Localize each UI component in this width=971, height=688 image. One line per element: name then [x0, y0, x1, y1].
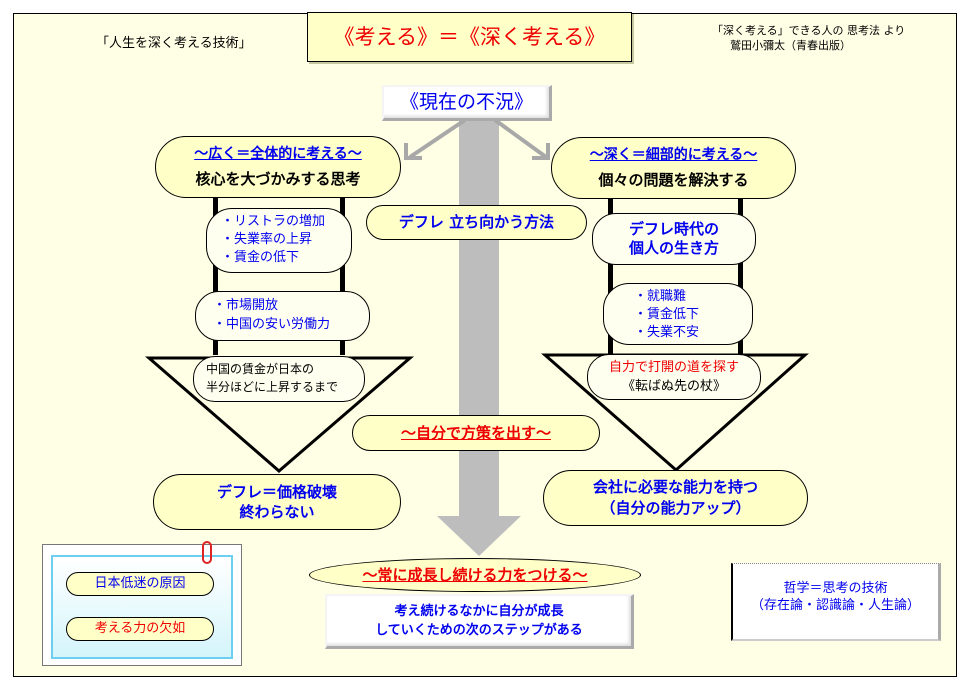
wage-condition-line-1: 中国の賃金が日本の [206, 362, 315, 376]
factor-item: ・市場開放 [213, 298, 279, 313]
lifestyle-line-2: 個人の生き方 [628, 239, 719, 257]
paperclip-icon [202, 541, 212, 564]
right-result-line-2: （自分の能力アップ） [600, 499, 751, 517]
lack-of-thinking-label: 考える力の欠如 [94, 621, 186, 636]
cause-item: ・賃金の低下 [221, 250, 300, 265]
issue-item: ・失業不安 [634, 325, 700, 340]
lifestyle-node: デフレ時代の 個人の生き方 [592, 213, 756, 265]
main-title-box: 《考える》＝《深く考える》 [307, 12, 632, 62]
book-title: 「人生を深く考える技術」 [96, 36, 252, 51]
left-result-line-1: デフレ＝価格破壊 [216, 483, 337, 501]
own-strategy-label: ～自分で方策を出す～ [400, 424, 551, 442]
deep-thinking-heading: ～深く＝細部的に考える～ [589, 147, 758, 163]
deep-thinking-node: ～深く＝細部的に考える～ 個々の問題を解決する [551, 137, 796, 199]
source-line-1: 「深く考える」できる人の 思考法 より [712, 24, 906, 37]
right-result-node: 会社に必要な能力を持つ （自分の能力アップ） [543, 470, 808, 526]
left-causes-node: ・リストラの増加 ・失業率の上昇 ・賃金の低下 [206, 208, 352, 273]
next-step-box: 考え続けるなかに自分が成長 していくための次のステップがある [325, 594, 634, 649]
issue-item: ・就職難 [634, 289, 687, 304]
decline-cause-label: 日本低迷の原因 [94, 576, 186, 591]
broad-thinking-node: ～広く＝全体的に考える～ 核心を大づかみする思考 [155, 136, 401, 198]
broad-thinking-subheading: 核心を大づかみする思考 [195, 170, 361, 188]
left-connector-left [213, 195, 218, 355]
left-diagonal-arrow [408, 118, 467, 159]
self-action-line-1: 自力で打開の道を探す [608, 360, 739, 375]
left-factors-node: ・市場開放 ・中国の安い労働力 [195, 291, 370, 341]
deflation-method-label: デフレ 立ち向かう方法 [398, 213, 555, 231]
source-line-2: 鷲田小彌太（青春出版） [730, 39, 851, 52]
wage-condition-line-2: 半分ほどに上昇するまで [206, 380, 339, 394]
left-result-node: デフレ＝価格破壊 終わらない [153, 474, 401, 530]
current-recession-box: 《現在の不況》 [382, 85, 552, 121]
deflation-method-node: デフレ 立ち向かう方法 [366, 205, 587, 240]
self-action-line-2: 《転ばぬ先の杖》 [621, 379, 726, 394]
decline-cause-node: 日本低迷の原因 [66, 572, 214, 596]
current-recession-label: 《現在の不況》 [399, 91, 533, 113]
factor-item: ・中国の安い労働力 [213, 317, 331, 332]
self-action-node: 自力で打開の道を探す 《転ばぬ先の杖》 [587, 354, 761, 400]
left-connector-right [340, 195, 345, 355]
cause-item: ・失業率の上昇 [221, 232, 313, 247]
lack-of-thinking-node: 考える力の欠如 [66, 617, 214, 641]
cause-item: ・リストラの増加 [221, 214, 326, 229]
growth-label: ～常に成長し続ける力をつける～ [362, 566, 588, 584]
philosophy-line-1: 哲学＝思考の技術 [783, 581, 888, 596]
right-diagonal-arrow [493, 118, 548, 159]
lifestyle-line-1: デフレ時代の [628, 220, 719, 238]
wage-condition-node: 中国の賃金が日本の 半分ほどに上昇するまで [193, 356, 365, 402]
growth-node: ～常に成長し続ける力をつける～ [309, 558, 641, 592]
next-step-line-1: 考え続けるなかに自分が成長 [394, 604, 564, 619]
issue-item: ・賃金低下 [634, 307, 700, 322]
central-arrow-head [437, 516, 521, 556]
broad-thinking-heading: ～広く＝全体的に考える～ [194, 146, 362, 162]
main-title: 《考える》＝《深く考える》 [333, 25, 606, 49]
central-arrow-shaft [459, 118, 499, 518]
right-result-line-1: 会社に必要な能力を持つ [592, 478, 758, 496]
left-result-line-2: 終わらない [239, 503, 315, 521]
right-issues-node: ・就職難 ・賃金低下 ・失業不安 [603, 283, 753, 345]
right-connector-right [738, 195, 743, 355]
philosophy-line-2: （存在論・認識論・人生論） [750, 598, 920, 613]
right-connector-left [608, 195, 613, 355]
philosophy-box: 哲学＝思考の技術 （存在論・認識論・人生論） [731, 563, 941, 641]
deep-thinking-subheading: 個々の問題を解決する [598, 171, 749, 189]
own-strategy-node: ～自分で方策を出す～ [352, 415, 600, 451]
next-step-line-2: していくための次のステップがある [375, 623, 583, 638]
note-card [42, 544, 242, 666]
